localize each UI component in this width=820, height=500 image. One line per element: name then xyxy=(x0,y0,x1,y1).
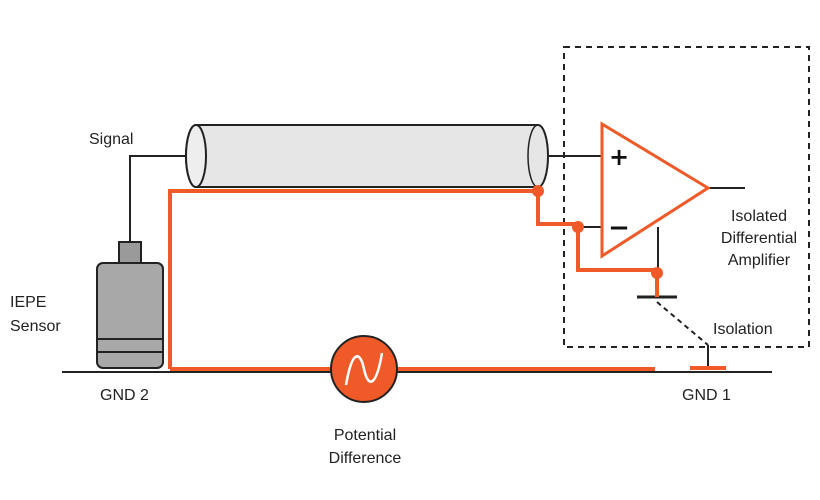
gnd1-label: GND 1 xyxy=(682,387,731,404)
junction-dot-ground xyxy=(651,267,663,279)
isolation-boundary-box xyxy=(563,46,810,348)
coax-cable-body xyxy=(185,124,549,188)
gnd2-label: GND 2 xyxy=(100,387,149,404)
isolation-label: Isolation xyxy=(713,321,773,338)
sine-wave-icon xyxy=(344,352,384,386)
junction-dot-minus xyxy=(572,221,584,233)
amplifier-label-line2: Differential xyxy=(721,230,797,247)
coax-cable-right-end xyxy=(527,124,539,188)
junction-dot-shield xyxy=(532,185,544,197)
amplifier-label-line3: Amplifier xyxy=(728,252,791,269)
coax-cable-left-end xyxy=(185,124,207,188)
shield-ground-wire xyxy=(168,189,660,369)
sensor-label-line1: IEPE xyxy=(10,294,46,311)
plus-sign: + xyxy=(609,143,629,171)
sensor-body xyxy=(96,262,164,369)
potential-difference-label-line2: Difference xyxy=(329,450,402,467)
isolation-dashed-link xyxy=(656,301,709,346)
minus-sign: − xyxy=(608,213,630,243)
sensor-label-line2: Sensor xyxy=(10,318,61,335)
signal-wire xyxy=(129,155,186,242)
amplifier-label-line1: Isolated xyxy=(731,208,787,225)
signal-label: Signal xyxy=(89,131,133,148)
potential-difference-label-line1: Potential xyxy=(334,427,396,444)
amplifier-triangle xyxy=(600,121,711,259)
sensor-connector xyxy=(118,241,142,265)
